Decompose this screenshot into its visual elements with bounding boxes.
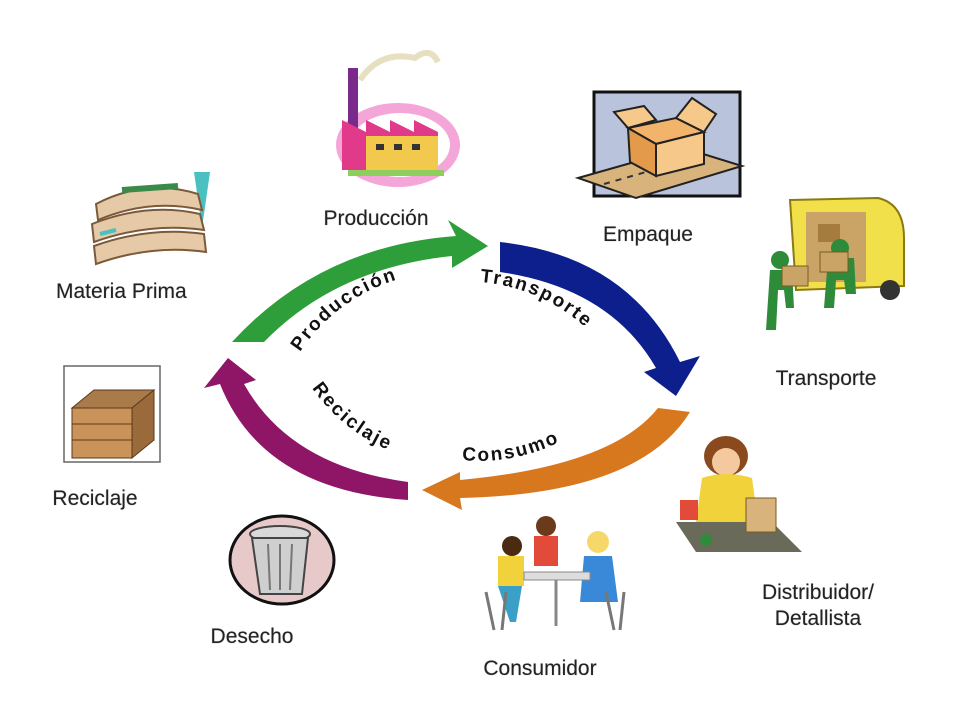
label-consumidor: Consumidor xyxy=(483,657,597,680)
label-empaque: Empaque xyxy=(603,223,693,246)
label-reciclaje: Reciclaje xyxy=(52,487,138,510)
people-at-table-icon xyxy=(484,516,626,631)
consumo-arrow xyxy=(422,408,690,510)
node-transporte xyxy=(760,190,910,340)
shopkeeper-icon xyxy=(676,436,802,552)
node-consumidor xyxy=(476,512,636,634)
label-distribuidor: Distribuidor/ Detallista xyxy=(762,580,874,633)
center-label-consumo: Consumo xyxy=(462,427,563,466)
reciclaje-arrow xyxy=(204,358,408,500)
box-on-conveyor-icon xyxy=(574,90,746,200)
node-reciclaje xyxy=(62,364,162,464)
node-materia-prima xyxy=(86,168,216,272)
label-transporte: Transporte xyxy=(775,367,877,390)
label-desecho: Desecho xyxy=(210,625,294,648)
label-materia-prima: Materia Prima xyxy=(56,280,187,303)
trash-can-icon xyxy=(228,514,336,606)
label-distribuidor-line2: Detallista xyxy=(774,607,862,631)
node-distribuidor xyxy=(676,430,806,558)
factory-icon xyxy=(336,49,460,187)
produccion-arrow xyxy=(232,220,488,342)
raw-material-sacks-icon xyxy=(90,172,210,266)
center-label-reciclaje: Reciclaje xyxy=(308,378,396,455)
transporte-arrow xyxy=(500,242,700,396)
label-produccion: Producción xyxy=(323,207,429,230)
node-desecho xyxy=(224,512,338,608)
label-distribuidor-line1: Distribuidor/ xyxy=(761,581,875,604)
node-produccion xyxy=(320,40,470,195)
recycling-crate-icon xyxy=(63,365,161,463)
node-empaque xyxy=(574,88,746,206)
delivery-truck-icon xyxy=(766,196,905,330)
